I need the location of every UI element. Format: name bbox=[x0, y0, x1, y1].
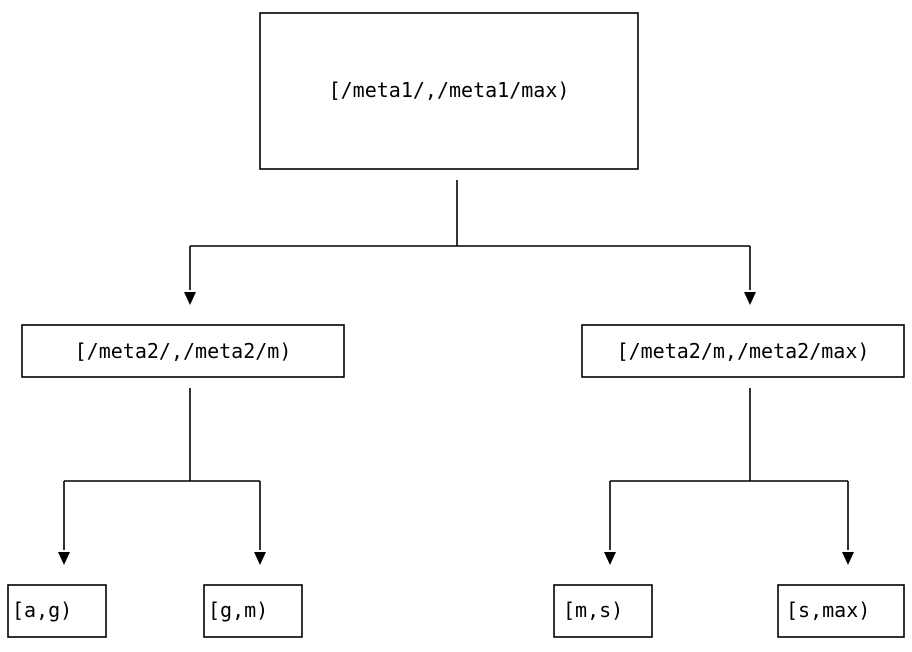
leaf-node-label: [s,max) bbox=[786, 598, 870, 622]
root-node-label: [/meta1/,/meta1/max) bbox=[329, 78, 570, 102]
leaf-node-box bbox=[203, 584, 303, 638]
leaf-node-label: [m,s) bbox=[563, 598, 623, 622]
arrow-down-icon bbox=[184, 292, 196, 305]
leaf-node: [g,m) bbox=[203, 584, 303, 638]
leaf-node-box bbox=[553, 584, 653, 638]
meta2-left-node-label: [/meta2/,/meta2/m) bbox=[75, 339, 292, 363]
arrow-down-icon bbox=[842, 552, 854, 565]
meta2-right-edges bbox=[604, 388, 854, 565]
leaf-node-label: [a,g) bbox=[12, 598, 72, 622]
meta2-left-edges bbox=[58, 388, 266, 565]
arrow-down-icon bbox=[604, 552, 616, 565]
leaf-node-box bbox=[777, 584, 905, 638]
meta2-right-node-box bbox=[581, 324, 905, 378]
meta2-left-node-box bbox=[21, 324, 345, 378]
arrow-down-icon bbox=[58, 552, 70, 565]
root-node: [/meta1/,/meta1/max) bbox=[259, 12, 639, 170]
leaf-node-label: [g,m) bbox=[208, 598, 268, 622]
meta2-right-node: [/meta2/m,/meta2/max) bbox=[581, 324, 905, 378]
arrow-down-icon bbox=[254, 552, 266, 565]
leaf-node: [a,g) bbox=[7, 584, 107, 638]
meta2-right-node-label: [/meta2/m,/meta2/max) bbox=[617, 339, 870, 363]
arrow-down-icon bbox=[744, 292, 756, 305]
root-edges bbox=[184, 180, 756, 305]
leaf-node: [m,s) bbox=[553, 584, 653, 638]
meta2-left-node: [/meta2/,/meta2/m) bbox=[21, 324, 345, 378]
leaf-node: [s,max) bbox=[777, 584, 905, 638]
root-node-box bbox=[259, 12, 639, 170]
leaf-node-box bbox=[7, 584, 107, 638]
